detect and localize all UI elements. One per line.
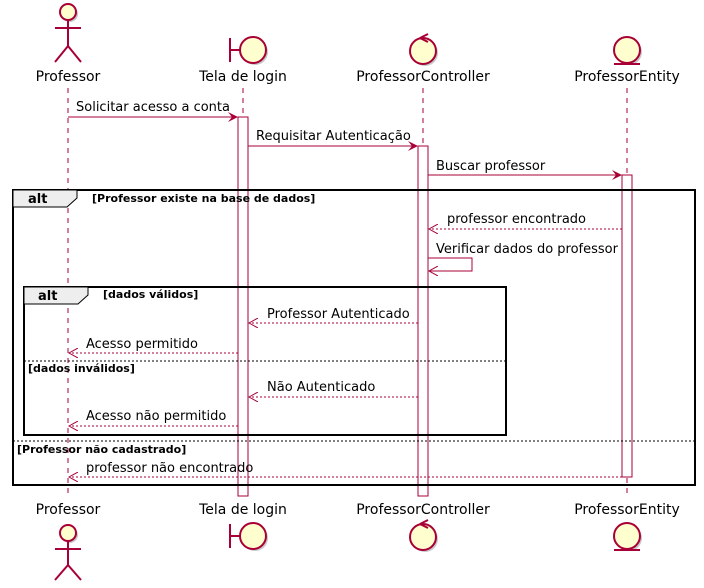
participants-top: Professor Tela de login ProfessorControl… xyxy=(36,3,680,85)
participant-login-bottom: Tela de login xyxy=(198,502,287,518)
inner-alt-tag: alt xyxy=(38,289,57,304)
actor-icon xyxy=(54,3,82,63)
control-icon xyxy=(409,519,438,552)
activation-entity xyxy=(621,174,633,478)
msg-5-arrow xyxy=(428,257,473,271)
msg-10-label: professor não encontrado xyxy=(86,461,253,476)
msg-3-label: Buscar professor xyxy=(436,159,546,174)
participant-professor-bottom: Professor xyxy=(36,502,101,518)
entity-icon xyxy=(613,522,642,551)
inner-alt-guard: [dados válidos] xyxy=(103,288,198,301)
outer-alt-guard: [Professor existe na base de dados] xyxy=(92,192,315,205)
entity-icon xyxy=(613,36,642,65)
messages xyxy=(68,112,622,477)
activation-login xyxy=(237,116,249,497)
actor-icon xyxy=(54,524,82,581)
msg-8-label: Não Autenticado xyxy=(267,380,375,395)
participant-login-top: Tela de login xyxy=(198,69,287,85)
outer-else-guard: [Professor não cadastrado] xyxy=(17,443,186,456)
participant-entity-top: ProfessorEntity xyxy=(574,69,680,85)
activations xyxy=(237,116,633,497)
outer-alt-tag: alt xyxy=(28,192,47,207)
activation-controller xyxy=(417,145,429,497)
inner-else-guard: [dados inválidos] xyxy=(28,362,135,375)
participants-bottom: Professor Tela de login ProfessorControl… xyxy=(36,502,680,581)
msg-6-label: Professor Autenticado xyxy=(267,307,410,322)
control-icon xyxy=(409,33,438,66)
participant-controller-top: ProfessorController xyxy=(356,69,490,85)
msg-7-label: Acesso permitido xyxy=(86,337,198,352)
msg-4-label: professor encontrado xyxy=(447,212,586,227)
participant-professor-top: Professor xyxy=(36,69,101,85)
msg-2-label: Requisitar Autenticação xyxy=(256,129,411,144)
msg-9-label: Acesso não permitido xyxy=(86,409,226,424)
inner-alt-frame: alt [dados válidos] [dados inválidos] xyxy=(23,286,507,436)
message-labels: Solicitar acesso a conta Requisitar Aute… xyxy=(76,100,619,476)
msg-5-label: Verificar dados do professor xyxy=(436,242,619,257)
participant-entity-bottom: ProfessorEntity xyxy=(574,502,680,518)
msg-1-label: Solicitar acesso a conta xyxy=(76,100,230,115)
boundary-icon xyxy=(229,36,268,65)
outer-alt-frame: alt [Professor existe na base de dados] … xyxy=(12,189,696,486)
participant-controller-bottom: ProfessorController xyxy=(356,502,490,518)
boundary-icon xyxy=(229,522,268,551)
